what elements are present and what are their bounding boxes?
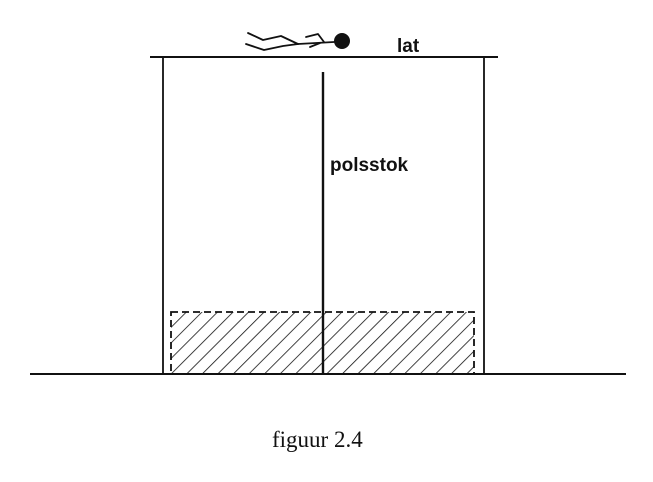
figure-caption: figuur 2.4 [272,427,363,452]
bar-label: lat [397,36,420,57]
jumper-icon [245,32,350,51]
pole-label: polsstok [330,155,409,176]
